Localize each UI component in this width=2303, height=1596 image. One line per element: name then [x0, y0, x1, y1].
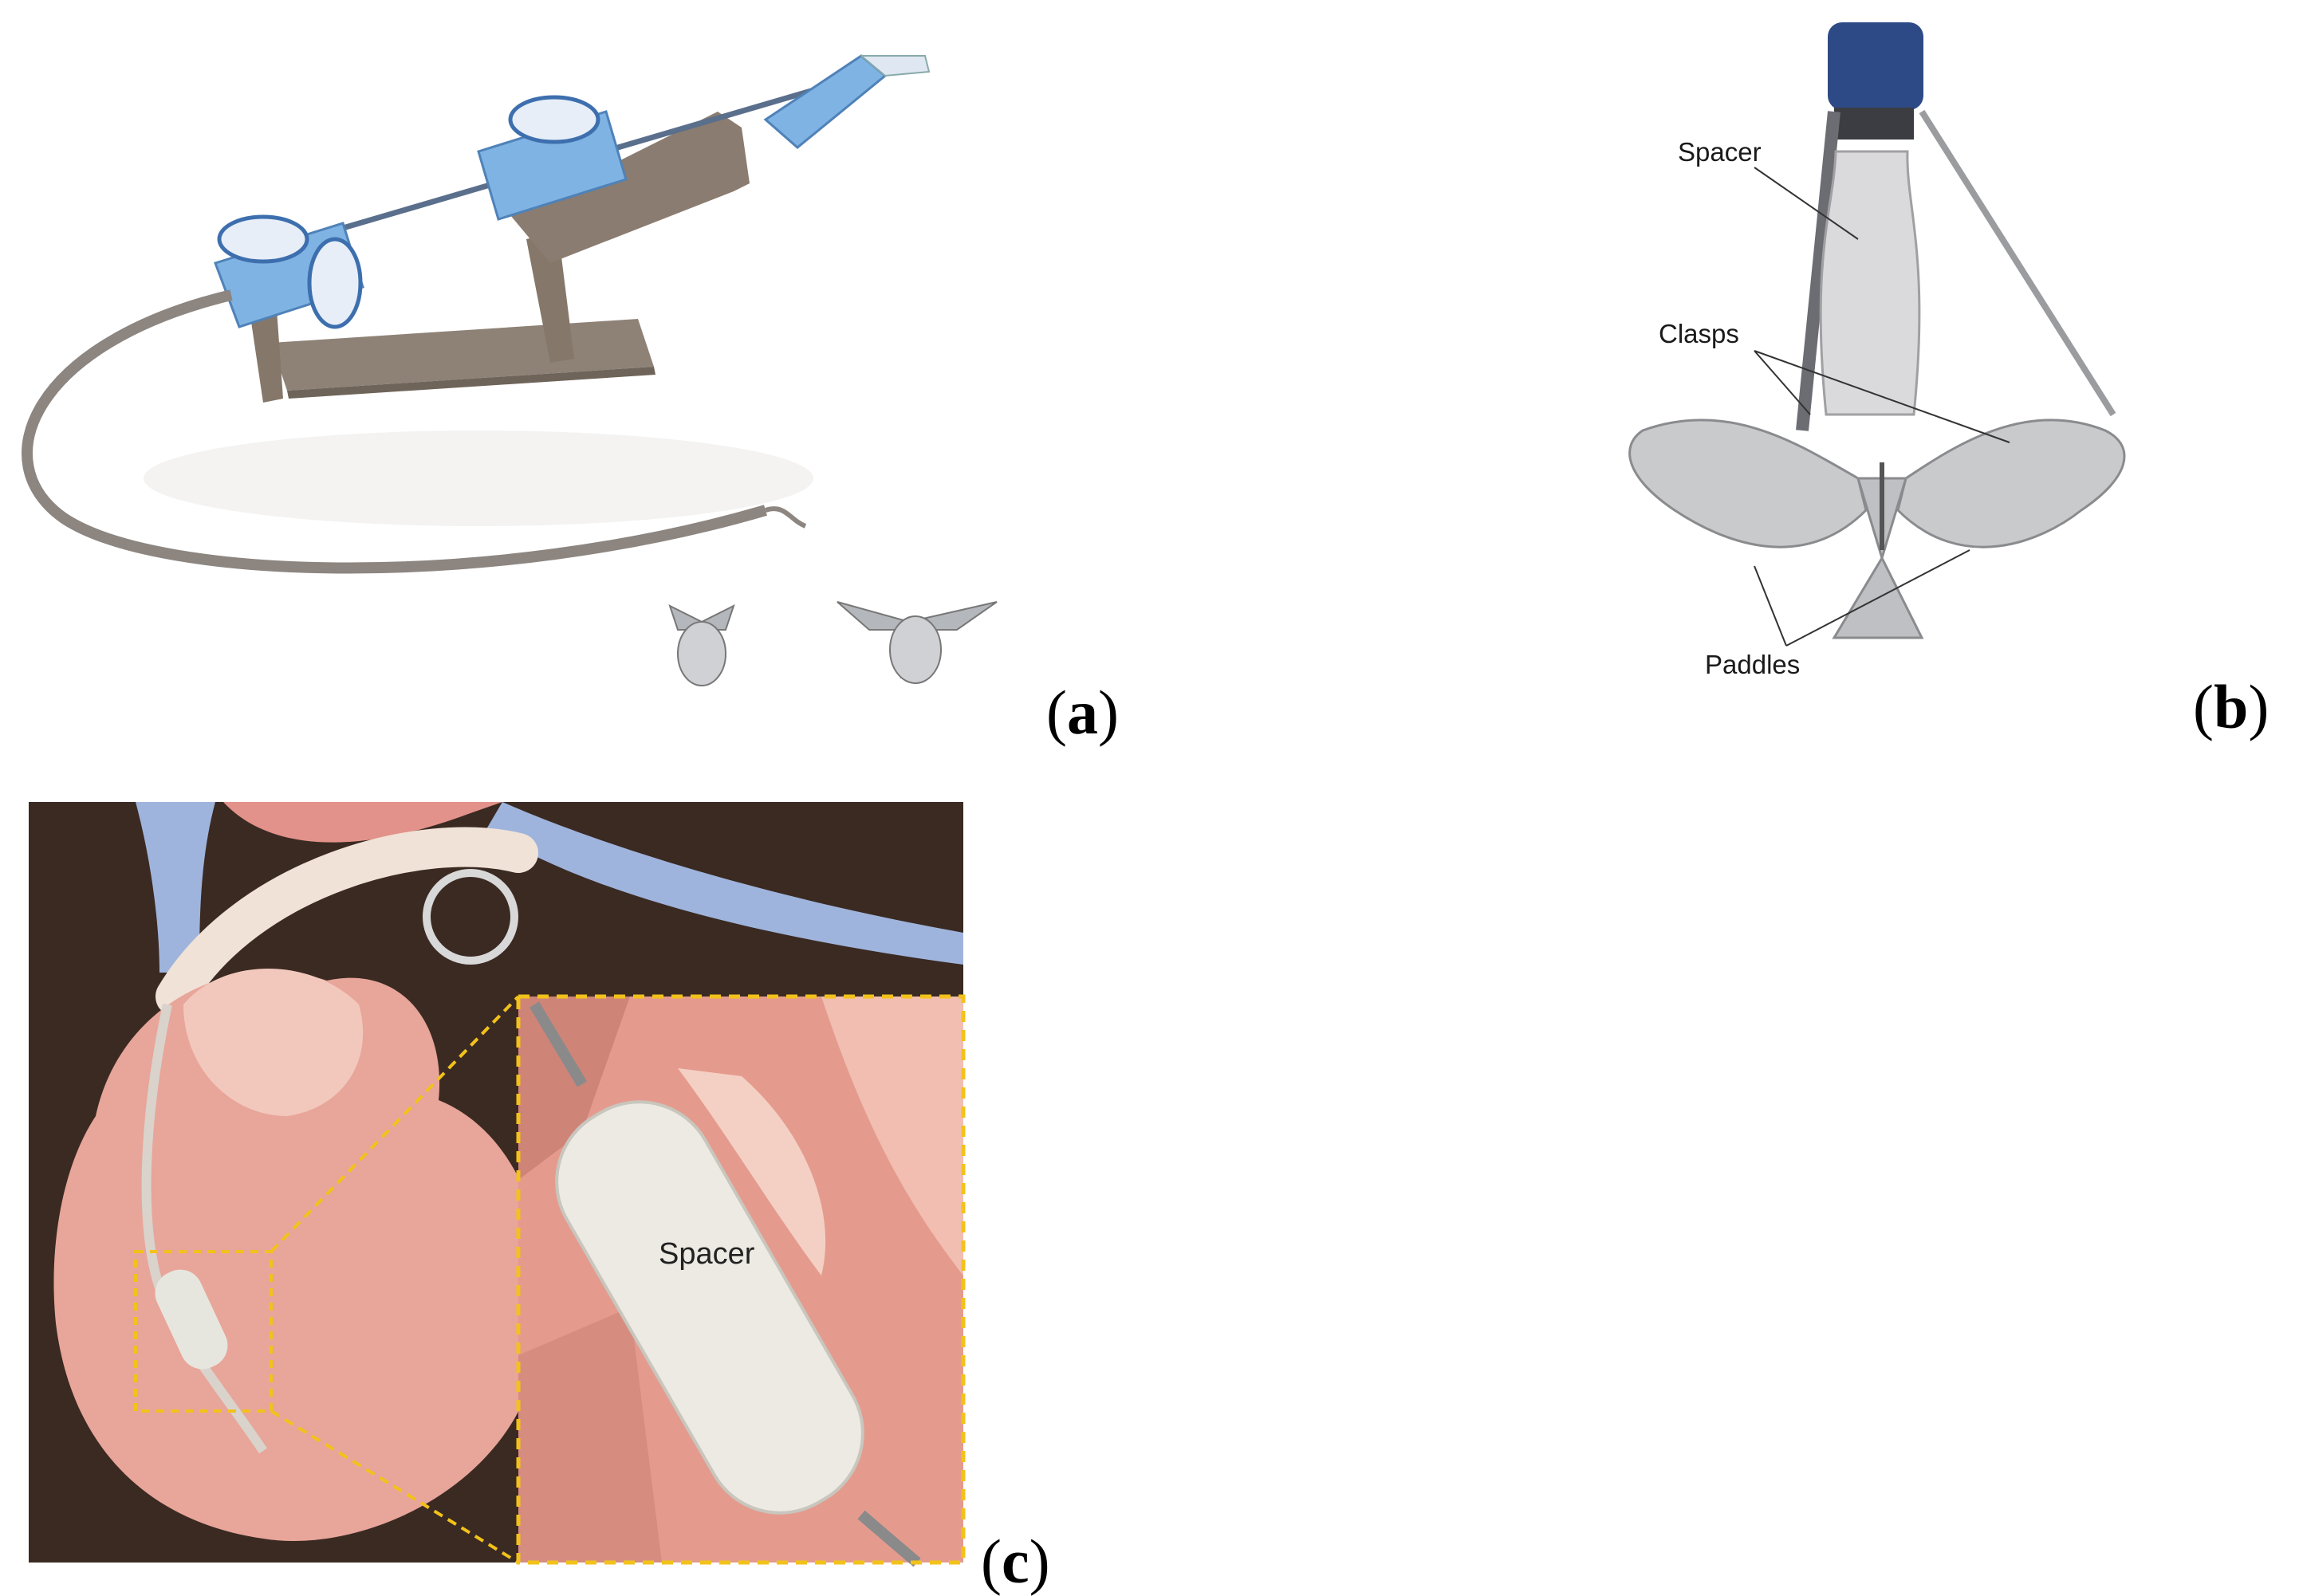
- clip-device-illustration: [1628, 22, 2126, 647]
- heart-atrium: [183, 969, 364, 1116]
- highlight-box-inset: [516, 994, 966, 1565]
- callout-spacer-label: Spacer: [1678, 137, 1762, 167]
- leader-clasp-right: [1754, 350, 2010, 443]
- vessel-svc: [136, 802, 215, 973]
- floor-reflection: [144, 430, 813, 526]
- actuator-handle: [763, 54, 931, 149]
- heart-scene: [29, 802, 966, 1567]
- leader-paddle-left: [1754, 565, 1787, 647]
- panel-b-clip-device: [1595, 0, 2303, 765]
- panel-label-c: (c): [981, 1527, 1050, 1596]
- vessel-aorta: [223, 802, 502, 843]
- clasp-arm-left: [1796, 111, 1840, 431]
- catheter-sheath: [156, 827, 538, 1016]
- leader-paddle-right: [1785, 549, 1970, 647]
- steerable-guide-handle: [214, 214, 364, 329]
- clip-device-1: [668, 604, 735, 686]
- delivery-shaft-top: [1828, 22, 1923, 110]
- clasp-arm-right: [1919, 109, 2116, 417]
- heart-body: [53, 971, 545, 1542]
- zoom-inset: [516, 994, 966, 1567]
- spacer-small: [155, 1269, 228, 1370]
- panel-a-delivery-system: [0, 0, 1148, 765]
- control-knob-3: [508, 95, 600, 144]
- highlight-box-small: [134, 1250, 273, 1413]
- callout-clasps-label: Clasps: [1659, 319, 1739, 348]
- spacer-zoomed: [555, 1100, 864, 1515]
- spacer-body: [1819, 150, 1921, 416]
- clip-device-2: [837, 601, 998, 684]
- leader-spacer: [1754, 167, 1859, 240]
- delivery-system-illustration: [22, 54, 998, 686]
- steerable-catheter: [22, 289, 767, 574]
- stand-right: [526, 231, 574, 363]
- panel-label-b: (b): [2193, 672, 2270, 741]
- control-knob-1: [217, 214, 309, 264]
- control-knob-2: [307, 237, 363, 329]
- callout-paddles-label: Paddles: [1705, 650, 1801, 679]
- spacer-lower: [1832, 477, 1924, 639]
- coiled-device: [423, 869, 518, 965]
- paddle-left: [1628, 419, 1868, 548]
- vessel-pulmonary: [486, 802, 963, 965]
- leader-clasp-left: [1754, 350, 1811, 415]
- clip-delivery-handle: [477, 95, 628, 221]
- inset-spacer-label: Spacer: [659, 1237, 755, 1271]
- paddle-right: [1896, 419, 2126, 548]
- panel-label-a: (a): [1046, 678, 1119, 747]
- stand-bracket: [510, 112, 750, 263]
- panel-c-heart-illustration: [24, 797, 1061, 1594]
